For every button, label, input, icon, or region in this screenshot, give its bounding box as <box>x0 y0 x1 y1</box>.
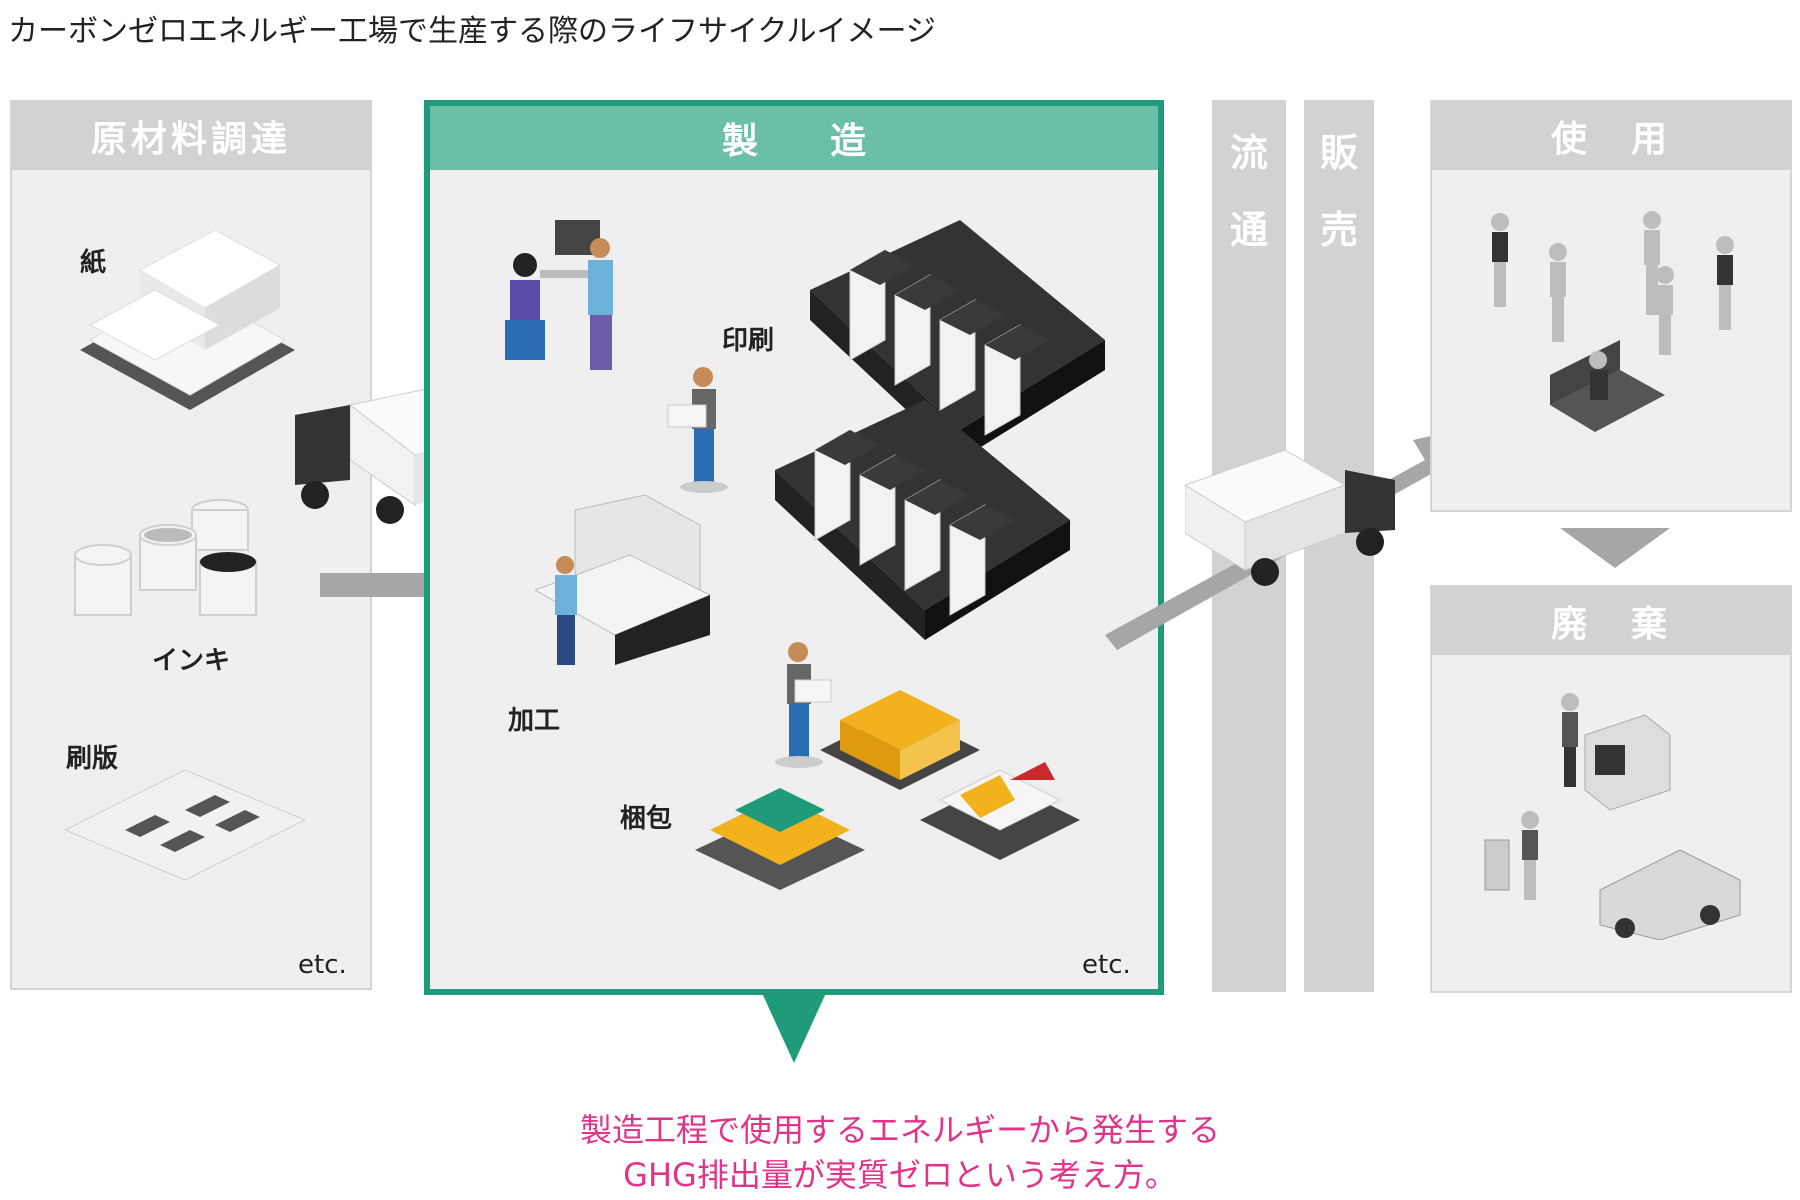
process-printing-label: 印刷 <box>722 326 775 356</box>
process-packing-label: 梱包 <box>620 804 673 834</box>
item-ink-label: インキ <box>152 646 231 676</box>
item-plates-label: 刷版 <box>66 744 119 774</box>
message-line-2: GHG排出量が実質ゼロという考え方。 <box>623 1156 1177 1194</box>
printing-plates-icon <box>65 769 305 880</box>
people-using-icon <box>1491 211 1734 432</box>
worker-carrying-box-icon <box>667 367 728 493</box>
printing-press-2-icon <box>775 400 1070 640</box>
cutting-machine-icon <box>535 495 712 665</box>
raw-materials-header: 原材料調達 <box>12 102 370 170</box>
use-header: 使 用 <box>1432 102 1790 170</box>
process-processing-label: 加工 <box>508 706 561 736</box>
a4-paper-boxes-icon <box>820 690 980 790</box>
item-paper-label: 紙 <box>80 248 107 278</box>
distribution-char-2: 通 <box>1229 208 1268 252</box>
diagram-title: カーボンゼロエネルギー工場で生産する際のライフサイクルイメージ <box>8 14 936 49</box>
callout-pointer-icon <box>762 993 826 1063</box>
manufacturing-header: 製 造 <box>430 106 1158 170</box>
disposal-header: 廃 棄 <box>1432 587 1790 655</box>
raw-etc-label: etc. <box>298 950 347 980</box>
disposal-recycling-icon <box>1484 693 1741 940</box>
operator-workstation-icon <box>505 220 613 370</box>
ink-cans-icon <box>74 499 257 616</box>
use-panel: 使 用 <box>1430 100 1792 512</box>
printed-sheets-icon <box>920 762 1080 860</box>
paper-stack-icon <box>80 230 295 410</box>
sales-char-2: 売 <box>1319 208 1358 252</box>
arrow-to-disposal-icon <box>1560 528 1670 568</box>
manufacturing-etc-label: etc. <box>1082 950 1131 980</box>
packaged-books-icon <box>695 788 865 890</box>
sales-char-1: 販 <box>1319 131 1358 175</box>
worker-carrying-box-2-icon <box>775 642 832 768</box>
delivery-truck-icon <box>1185 449 1395 586</box>
message-line-1: 製造工程で使用するエネルギーから発生する <box>579 1111 1220 1149</box>
distribution-char-1: 流 <box>1229 131 1268 175</box>
